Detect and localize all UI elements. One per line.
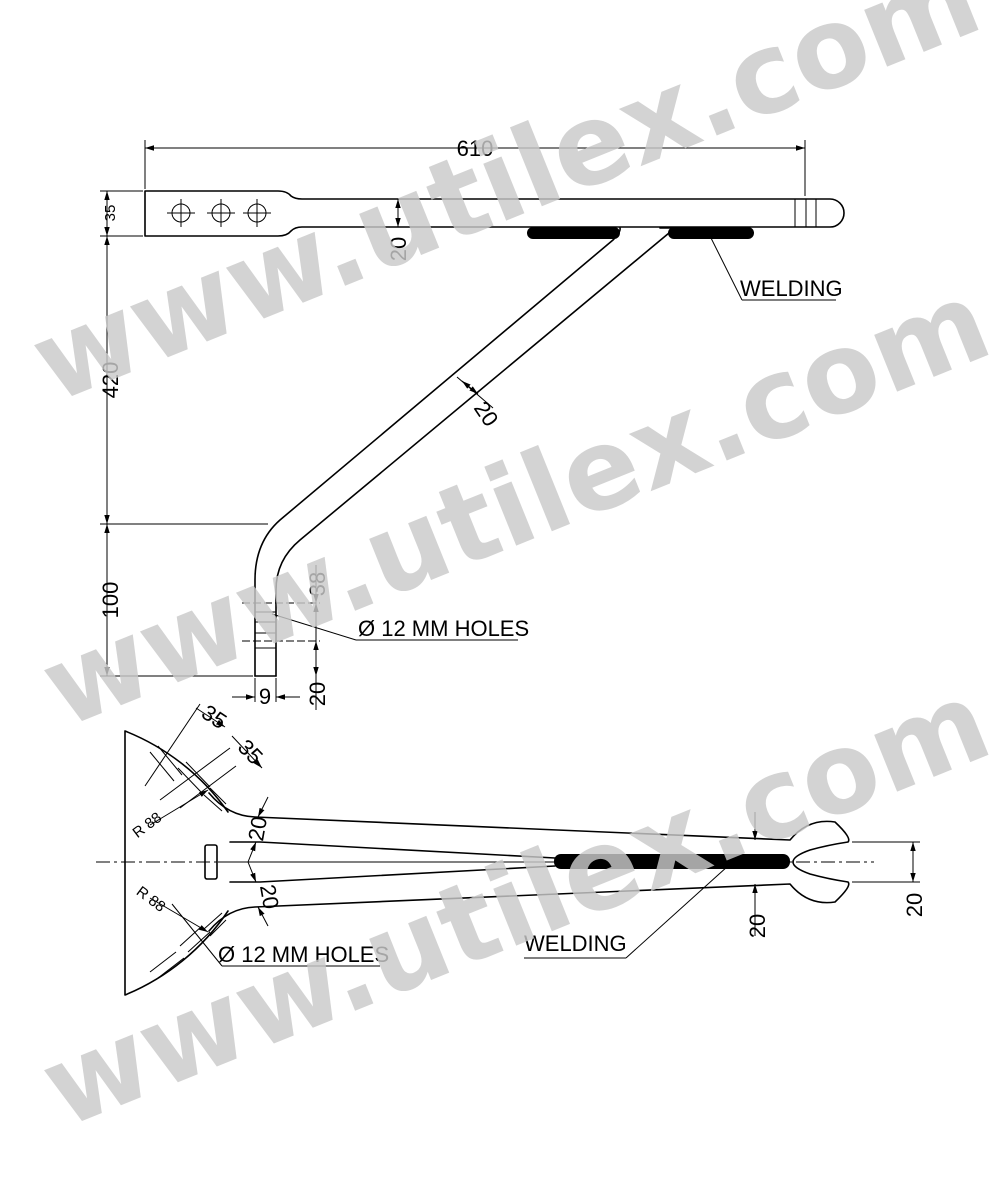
plan-upper-arm-inner <box>229 841 556 859</box>
dim-100-label: 100 <box>98 582 123 619</box>
dim-9-label: 9 <box>259 684 271 709</box>
dim-20-strut-label: 20 <box>469 397 503 431</box>
side-top-bar-outline <box>144 190 845 237</box>
side-holes-label: Ø 12 MM HOLES <box>358 616 529 641</box>
plan-lower-arm-outer <box>208 861 850 932</box>
dim-arm-upper-label: 20 <box>243 814 272 842</box>
dim-420-label: 420 <box>98 362 123 399</box>
plan-holes-label: Ø 12 MM HOLES <box>218 942 389 967</box>
side-hole-1 <box>167 199 195 227</box>
dim-610-label: 610 <box>457 136 494 161</box>
plan-center-block <box>204 844 218 880</box>
dim-35-label: 35 <box>102 205 119 222</box>
dim-20-foot-label: 20 <box>305 682 330 706</box>
plan-weld <box>554 854 790 869</box>
dim-38-label: 38 <box>305 572 330 596</box>
dim-r88-upper-label: R 88 <box>130 809 166 842</box>
side-hole-3 <box>243 199 271 227</box>
plan-upper-arm-outer <box>208 792 850 863</box>
side-view: 610 35 20 420 100 20 38 20 9 <box>98 136 845 710</box>
dim-tip-label: 20 <box>745 914 770 938</box>
dim-arc-35-1-label: 35 <box>197 700 231 734</box>
watermark-3: www.utilex.com <box>25 656 1000 1154</box>
plan-lower-arm-inner <box>229 865 556 883</box>
dim-20-top-label: 20 <box>386 237 411 261</box>
dim-fork-label: 20 <box>902 893 927 917</box>
dim-r88-lower-label: R 88 <box>133 883 169 916</box>
dim-arm-lower-label: 20 <box>255 882 284 910</box>
side-welding-label: WELDING <box>740 276 843 301</box>
side-weld-left <box>527 227 620 239</box>
watermarks: www.utilex.com www.utilex.com www.utilex… <box>15 0 1000 1154</box>
side-weld-right <box>668 227 754 239</box>
side-strut-inner <box>275 227 676 677</box>
plan-base-plate <box>124 730 229 996</box>
dim-arc-35-2-label: 35 <box>233 734 268 769</box>
plan-welding-label: WELDING <box>524 931 627 956</box>
side-hole-2 <box>207 199 235 227</box>
